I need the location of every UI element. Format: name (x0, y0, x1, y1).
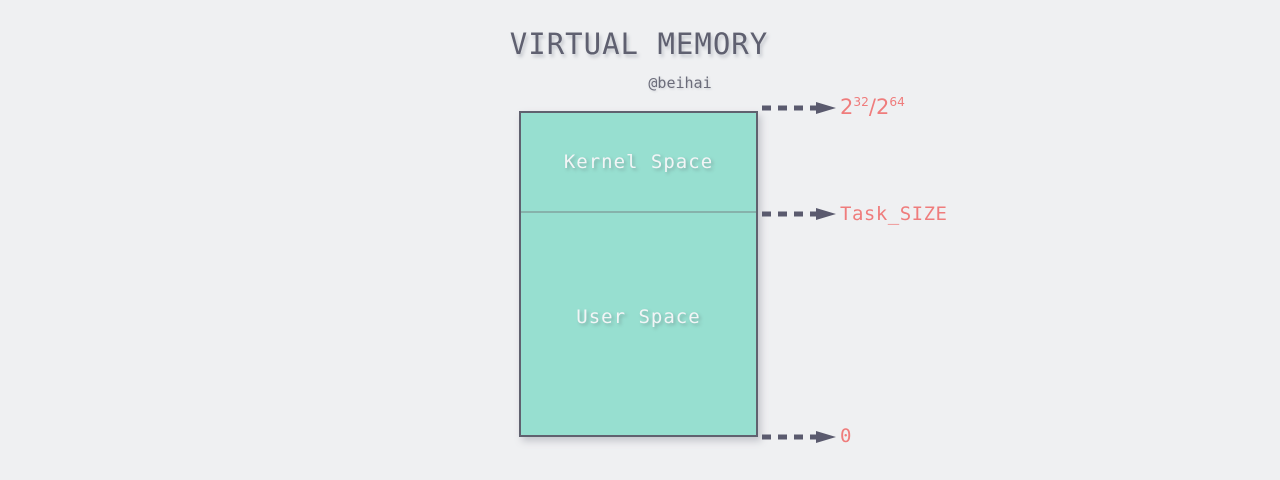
address-top-exponent-a: 32 (853, 95, 869, 109)
address-label-task-size: Task_SIZE (840, 203, 948, 225)
virtual-memory-box: Kernel Space User Space (519, 111, 758, 437)
page-title: VIRTUAL MEMORY (0, 27, 1280, 61)
arrow-zero-boundary (760, 430, 838, 444)
address-top-separator: / (868, 95, 876, 119)
address-label-top: 232/264 (840, 95, 905, 119)
segment-user-space: User Space (521, 213, 756, 435)
segment-divider-line (521, 211, 756, 213)
author-handle: @beihai (0, 74, 1280, 92)
segment-kernel-space: Kernel Space (521, 113, 756, 211)
arrow-task-size-boundary (760, 207, 838, 221)
address-top-base: 2 (840, 95, 854, 119)
address-top-exponent-b: 64 (889, 95, 905, 109)
segment-user-space-label: User Space (576, 306, 701, 328)
segment-kernel-space-label: Kernel Space (563, 151, 714, 173)
page-title-text: VIRTUAL MEMORY (509, 27, 769, 61)
arrow-top-boundary (760, 101, 838, 115)
author-handle-text: @beihai (648, 74, 712, 92)
address-top-base-b: 2 (875, 95, 890, 119)
address-label-zero: 0 (840, 425, 852, 447)
